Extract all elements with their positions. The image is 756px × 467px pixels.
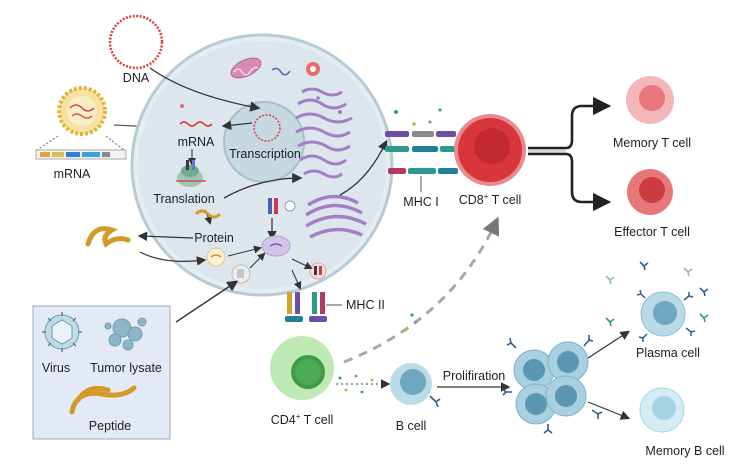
cd8-t-cell-label: CD8+ T cell	[459, 192, 522, 207]
arrow-vesicle-to-membrane	[291, 269, 302, 290]
helper-cytokine-dots	[404, 313, 418, 332]
cd4-t-cell	[270, 336, 334, 400]
mhc2-complex	[285, 292, 327, 322]
mrna-lipid-nanoparticle	[57, 86, 107, 136]
translated-protein-chain	[194, 209, 222, 219]
cytokine-dots	[180, 96, 442, 126]
endosome	[261, 235, 291, 257]
arrow-protein-uptake	[139, 251, 207, 266]
phagosome-antigen	[231, 264, 251, 284]
arrow-transcription-to-mrna	[221, 120, 253, 131]
dna-plasmid	[108, 14, 164, 70]
memory-b-cell	[639, 387, 685, 433]
mhc1-complex-middle	[385, 146, 458, 152]
cytoplasmic-mrna-strand	[179, 121, 213, 127]
arrow-er-to-mhc1	[339, 139, 388, 196]
cd8-differentiation-arrows	[528, 96, 612, 212]
plasma-cell	[636, 289, 696, 342]
memory-t-cell-label: Memory T cell	[613, 136, 691, 150]
arrow-to-plasma-cell	[587, 330, 631, 359]
secreted-antibodies	[605, 261, 709, 327]
mhc1-label: MHC I	[403, 195, 438, 209]
mhc2-label: MHC II	[346, 298, 385, 312]
memory-t-cell	[626, 76, 674, 124]
mrna-strand-schematic	[35, 135, 127, 160]
b-cell	[390, 363, 441, 408]
lysosome-organelle	[306, 62, 320, 76]
mrna-inner-label: mRNA	[178, 135, 215, 149]
peptide-chain	[69, 385, 137, 415]
transcription-label: Transcription	[229, 147, 301, 161]
proliferation-label: Prolifiration	[443, 369, 506, 383]
tumor-lysate-label: Tumor lysate	[90, 361, 162, 375]
plasma-cell-label: Plasma cell	[636, 346, 700, 360]
protein-label: Protein	[194, 231, 234, 245]
mhc1-complex-bottom	[388, 168, 458, 174]
translation-label: Translation	[153, 192, 214, 206]
arrow-translation-to-er	[223, 172, 303, 199]
cd8-motion-lines	[528, 149, 566, 153]
endoplasmic-reticulum	[295, 87, 353, 179]
virus-label: Virus	[42, 361, 70, 375]
memory-b-cell-label: Memory B cell	[645, 444, 724, 458]
dna-label: DNA	[123, 71, 150, 85]
arrow-protein-to-endosome	[227, 245, 262, 257]
small-rna-fragment	[271, 67, 291, 76]
arrow-antigen-to-endosome	[249, 252, 266, 269]
ribosome	[176, 160, 206, 187]
proliferating-b-cell-cluster	[502, 335, 603, 434]
cd4-t-cell-label: CD4+ T cell	[271, 412, 334, 427]
arrow-antigen-to-cell	[175, 280, 239, 323]
arrow-protein-secretion	[137, 231, 194, 242]
arrow-endosome-to-mhc2	[291, 258, 313, 270]
phagosome-protein	[206, 247, 226, 267]
cd4-cytokine-dots	[338, 374, 374, 394]
peptide-label: Peptide	[89, 419, 131, 433]
nucleus	[223, 101, 305, 183]
mitochondrion	[230, 57, 262, 79]
effector-t-cell	[627, 169, 673, 215]
tumor-lysate-cluster	[104, 317, 147, 351]
arrow-dna-to-nucleus	[149, 67, 261, 112]
mrna-vaccine-label: mRNA	[54, 167, 91, 181]
golgi-apparatus	[305, 194, 367, 239]
virus-particle	[42, 312, 82, 352]
peptide-loading-complex	[268, 198, 296, 214]
effector-t-cell-label: Effector T cell	[614, 225, 690, 239]
b-cell-label: B cell	[396, 419, 427, 433]
secreted-protein	[85, 226, 131, 248]
cd8-t-cell	[454, 114, 526, 186]
mhc1-complex-top	[385, 131, 456, 137]
mhc2-vesicle	[309, 262, 327, 280]
arrow-to-memory-b-cell	[587, 401, 631, 420]
